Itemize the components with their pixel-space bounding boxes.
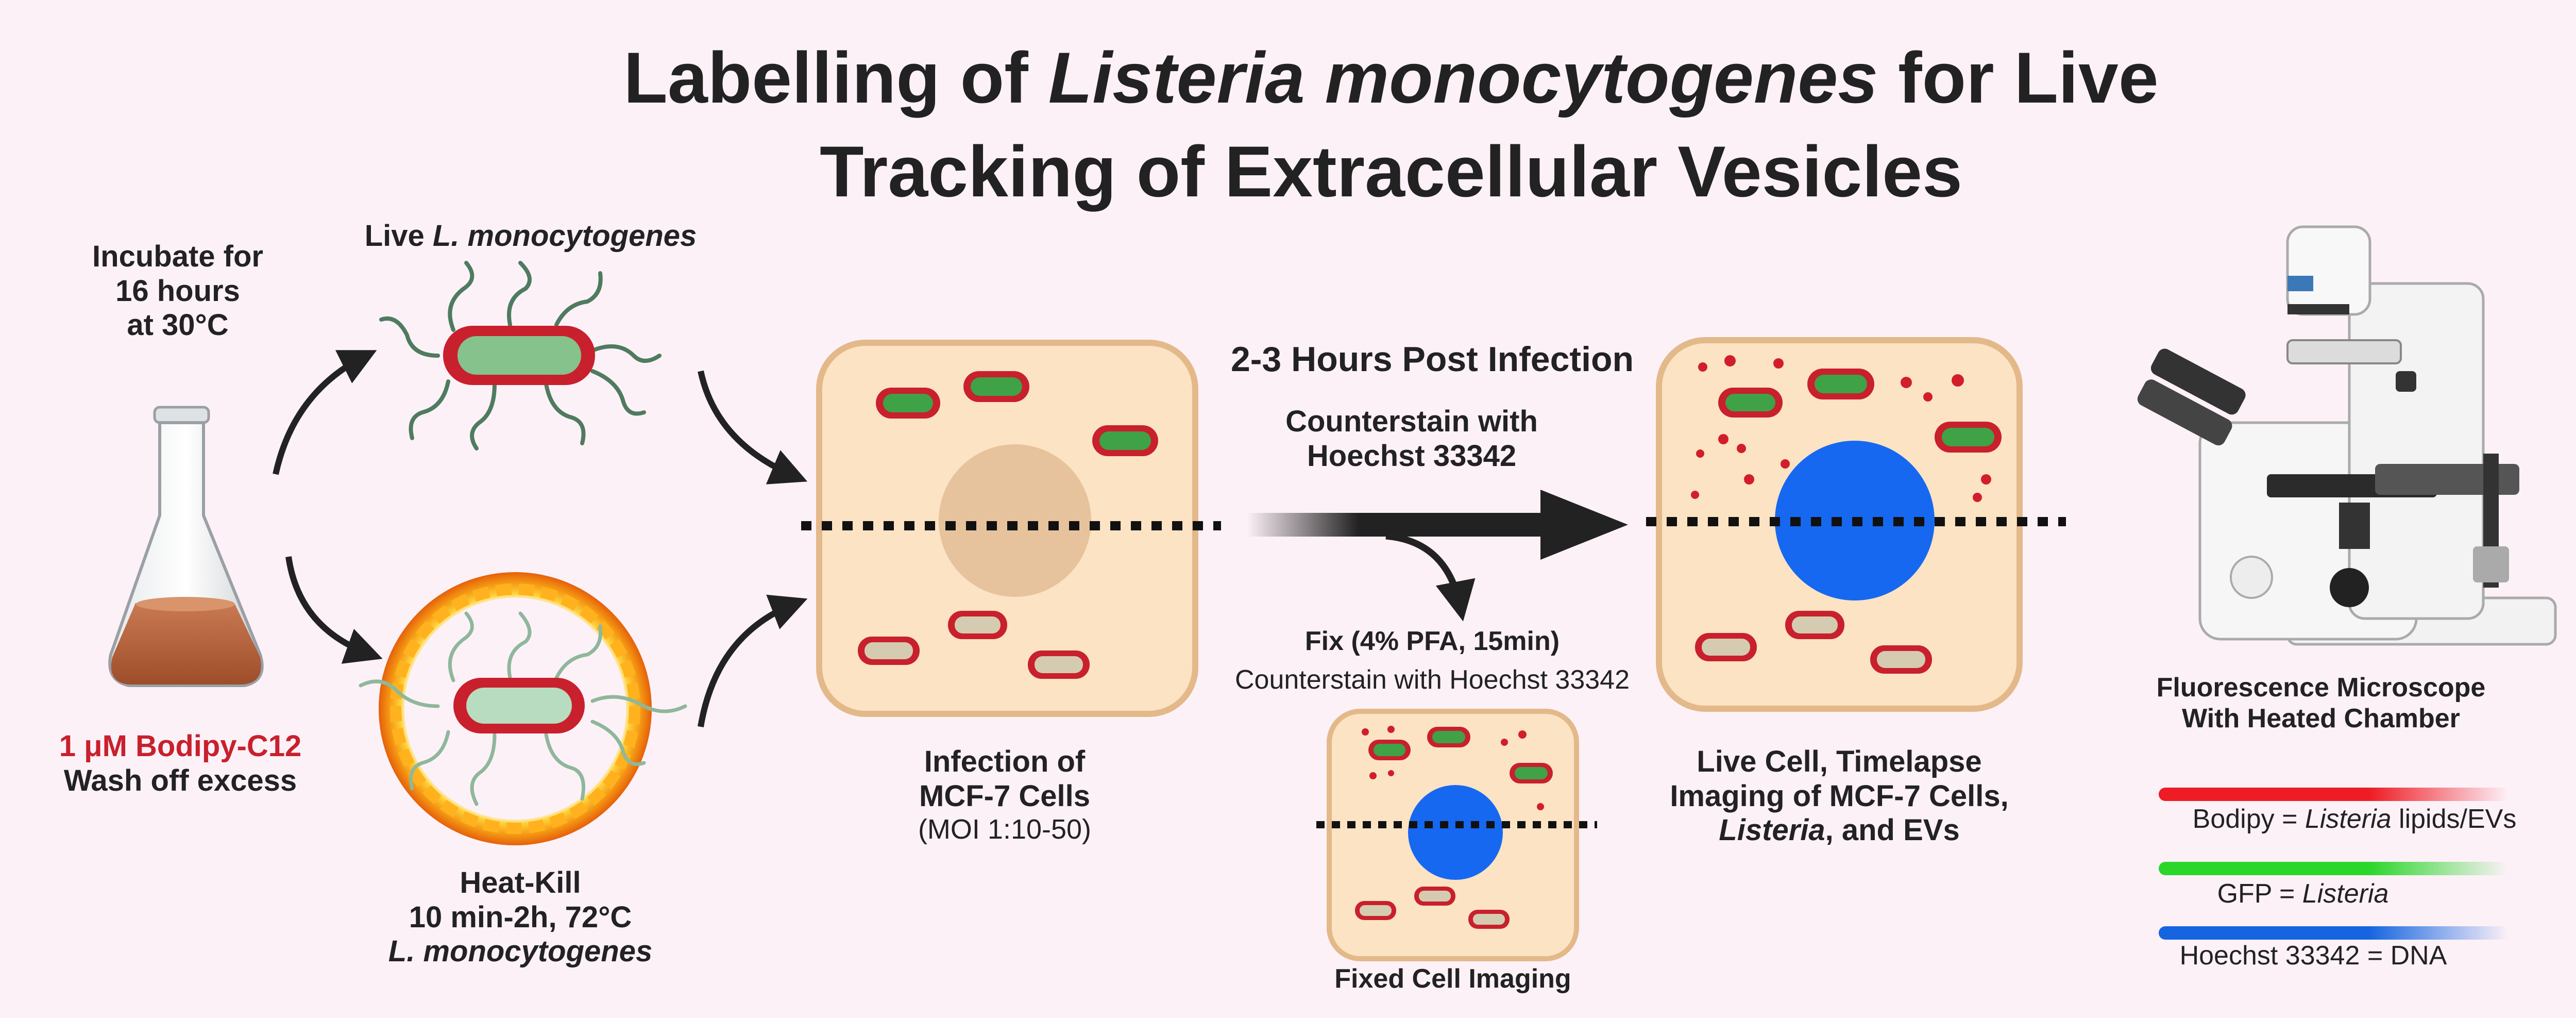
legend-gfp-label: GFP = Listeria [2143, 879, 2463, 910]
live-imaging-line2: Imaging of MCF-7 Cells, [1670, 779, 2009, 813]
live-bacterium-icon [379, 261, 662, 450]
legend-bar-bodipy [2159, 788, 2509, 801]
legend-bodipy-post: lipids/EVs [2391, 804, 2517, 834]
heatkill-species: L. monocytogenes [388, 934, 653, 969]
extracellular-vesicles [1691, 355, 1991, 502]
arrow-heatkill-to-cell [698, 594, 808, 727]
page-title: Labelling of Listeria monocytogenes for … [361, 31, 2421, 219]
microscope-line1: Fluorescence Microscope [2156, 673, 2486, 703]
title-line1-post: for Live [1878, 37, 2159, 118]
legend-gfp-pre: GFP = [2217, 879, 2302, 909]
live-imaging-species: Listeria [1719, 813, 1825, 847]
legend-bodipy-pre: Bodipy = [2192, 804, 2305, 834]
title-line2: Tracking of Extracellular Vesicles [820, 131, 1962, 212]
live-imaging-line1: Live Cell, Timelapse [1697, 745, 1982, 778]
bodipy-label: 1 μM Bodipy-C12 Wash off excess [0, 729, 361, 798]
infection-moi: (MOI 1:10-50) [918, 814, 1092, 845]
microscope-label: Fluorescence Microscope With Heated Cham… [2128, 673, 2514, 735]
counterstain-line1: Counterstain with [1285, 405, 1538, 438]
fix-label: Fix (4% PFA, 15min) [1304, 626, 1560, 656]
microscope-icon [2137, 225, 2557, 646]
legend-bodipy-species: Listeria [2304, 804, 2392, 834]
wash-label: Wash off excess [63, 763, 297, 797]
incubate-line3: at 30°C [127, 308, 229, 342]
arrow-to-live [273, 350, 377, 475]
arrow-live-to-cell [698, 370, 808, 485]
live-imaging-label: Live Cell, Timelapse Imaging of MCF-7 Ce… [1618, 745, 2061, 848]
legend-bar-hoechst [2159, 926, 2509, 940]
infection-line2: MCF-7 Cells [919, 779, 1090, 813]
title-species: Listeria monocytogenes [1048, 37, 1878, 118]
fixed-cell-label: Fixed Cell Imaging [1334, 964, 1571, 994]
live-imaging-line3-post: , and EVs [1825, 813, 1960, 847]
live-bacteria-label: Live L. monocytogenes [330, 219, 732, 254]
flask-icon [108, 406, 264, 687]
heat-killed-bacterium-icon [359, 572, 687, 845]
incubate-line1: Incubate for [92, 240, 263, 273]
incubate-label: Incubate for 16 hours at 30°C [41, 240, 314, 343]
infection-line1: Infection of [924, 745, 1086, 778]
incubate-line2: 16 hours [115, 274, 240, 308]
fix-counterstain-label: Counterstain with Hoechst 33342 [1234, 665, 1630, 695]
heatkill-line1: Heat-Kill [460, 866, 581, 899]
counterstain-line2: Hoechst 33342 [1307, 439, 1517, 473]
legend-gfp-species: Listeria [2302, 879, 2389, 909]
title-line1-pre: Labelling of [623, 37, 1048, 118]
arrow-to-fixed [1385, 532, 1476, 622]
legend-hoechst-label: Hoechst 33342 = DNA [2143, 941, 2483, 972]
legend-bodipy-label: Bodipy = Listeria lipids/EVs [2143, 804, 2566, 835]
heatkill-label: Heat-Kill 10 min-2h, 72°C L. monocytogen… [361, 866, 680, 969]
counterstain-label: Counterstain with Hoechst 33342 [1226, 405, 1597, 473]
heatkill-line2: 10 min-2h, 72°C [409, 900, 632, 934]
legend-bar-gfp [2159, 862, 2509, 875]
microscope-line2: With Heated Chamber [2182, 703, 2460, 733]
dead-bacteria-group [858, 611, 1090, 679]
big-process-arrow [1247, 490, 1628, 560]
fixed-cell [1327, 709, 1579, 961]
bodipy-reagent: 1 μM Bodipy-C12 [59, 729, 302, 763]
arrow-to-heatkill [285, 556, 383, 664]
infection-label: Infection of MCF-7 Cells (MOI 1:10-50) [845, 745, 1164, 845]
live-bacteria-group [876, 371, 1158, 456]
legend-hoechst-text: Hoechst 33342 = DNA [2179, 941, 2447, 971]
live-label-species: L. monocytogenes [432, 219, 697, 253]
live-label-pre: Live [364, 219, 433, 253]
post-infection-label: 2-3 Hours Post Infection [1230, 340, 1634, 379]
